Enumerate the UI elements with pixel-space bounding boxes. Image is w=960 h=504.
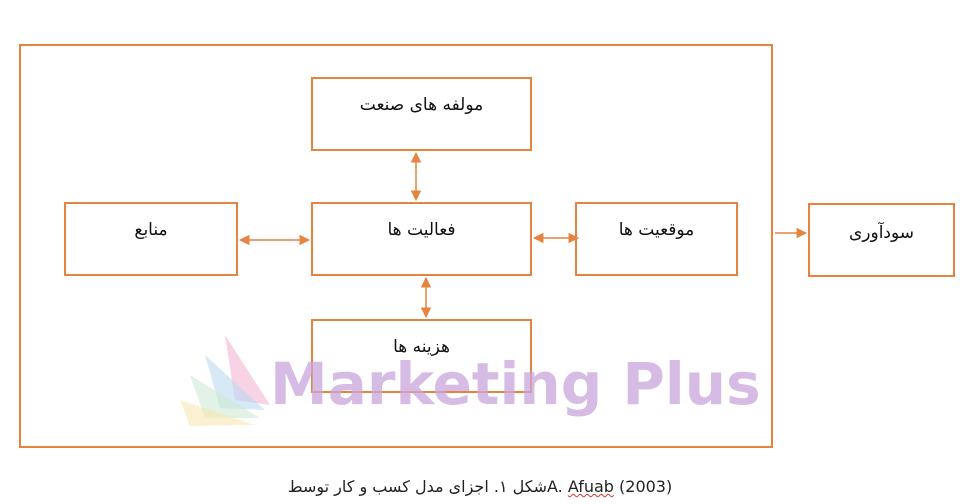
business-model-frame [19,44,773,448]
costs-label: هزینه ها [393,337,450,357]
resources-box: منابع [64,202,238,276]
caption-year: (2003) [613,477,673,496]
caption-persian: شکل ۱. اجزای مدل کسب و کار توسط [287,477,547,496]
profitability-label: سودآوری [848,223,915,243]
positions-label: موقعیت ها [618,220,695,240]
activities-box: فعالیت ها [311,202,532,276]
watermark-text: Marketing Plus [270,350,761,418]
watermark-logo-icon [180,335,270,426]
figure-caption: شکل ۱. اجزای مدل کسب و کار توسطA. Afuab … [0,477,960,496]
marketing-plus-watermark: Marketing Plus [175,330,761,430]
costs-box: هزینه ها [311,319,532,393]
industry-components-box: مولفه های صنعت [311,77,532,151]
profitability-box: سودآوری [808,203,955,277]
caption-reference: Afuab [567,477,614,496]
resources-label: منابع [134,220,168,240]
caption-prefix: A. [546,477,568,496]
industry-components-label: مولفه های صنعت [359,95,484,115]
activities-label: فعالیت ها [387,220,456,240]
